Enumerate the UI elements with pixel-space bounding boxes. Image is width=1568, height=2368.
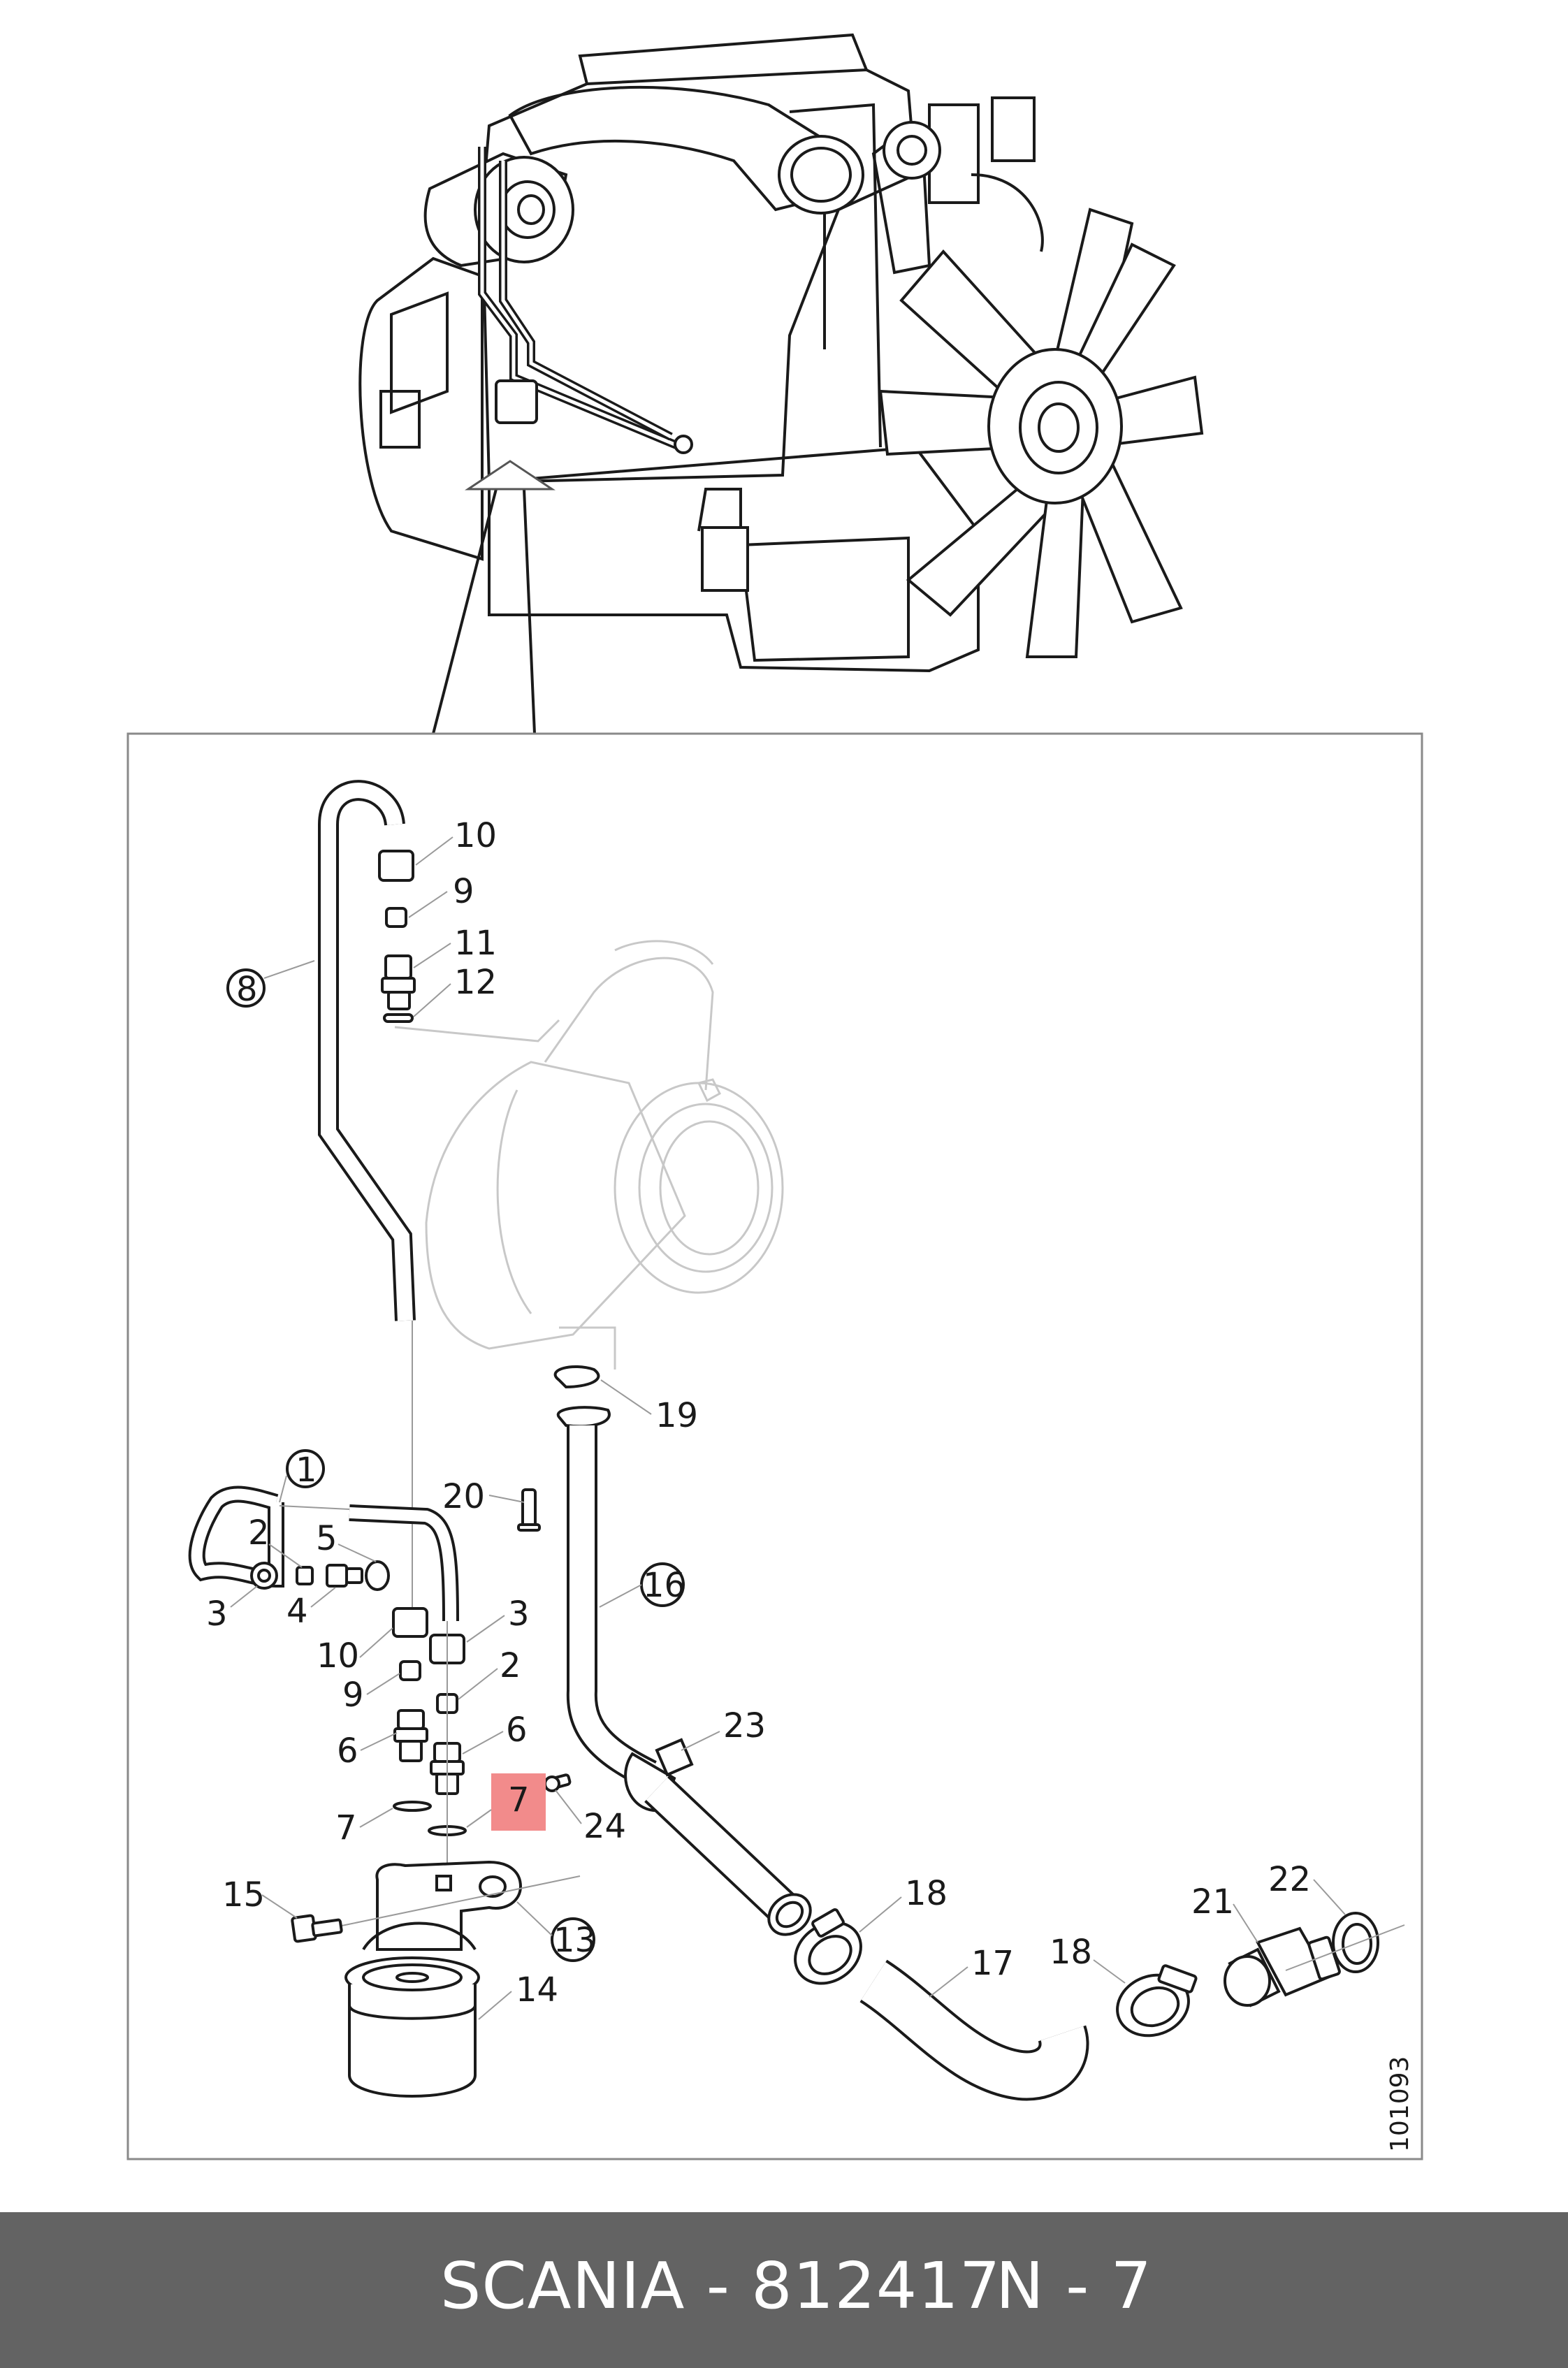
left-fitting-stack <box>392 1607 432 1812</box>
position-code: N - 7 <box>996 2249 1153 2323</box>
callout-8: 8 <box>236 970 258 1009</box>
callout-4: 4 <box>286 1592 308 1631</box>
hose-17 <box>859 1959 1089 2101</box>
callout-3-side: 3 <box>206 1595 228 1634</box>
return-pipe-16 <box>517 1365 657 1789</box>
hose-clamp-18b <box>1116 1964 1198 2038</box>
callout-23: 23 <box>723 1706 766 1745</box>
top-fittings <box>378 850 416 1023</box>
callout-19: 19 <box>655 1396 698 1435</box>
turbocharger-icon <box>423 152 574 268</box>
callout-2-side: 2 <box>248 1513 270 1553</box>
callout-18-left: 18 <box>905 1874 948 1913</box>
highlight-box <box>491 1773 546 1831</box>
nipple-21 <box>1224 1926 1341 2007</box>
callout-16: 16 <box>643 1566 685 1605</box>
callout-1: 1 <box>296 1451 317 1490</box>
pipe-8 <box>318 780 416 1321</box>
callout-14: 14 <box>516 1970 558 2010</box>
callout-5: 5 <box>316 1519 337 1558</box>
callout-20: 20 <box>442 1477 485 1516</box>
engine-overview-illustration <box>358 33 1204 673</box>
callout-10-top: 10 <box>454 816 497 855</box>
callout-10-stack: 10 <box>317 1636 359 1676</box>
fan-icon <box>878 208 1204 658</box>
footer-bar: SCANIA - 812417 N - 7 <box>0 2212 1568 2368</box>
turbocharger-outline <box>394 940 784 1370</box>
callout-7-highlighted: 7 <box>508 1780 530 1819</box>
callout-24: 24 <box>583 1807 626 1846</box>
callout-9-top: 9 <box>453 872 474 911</box>
callout-6-right: 6 <box>506 1710 528 1750</box>
diagram-id: 101093 <box>1386 2056 1414 2152</box>
callout-21: 21 <box>1191 1882 1234 1922</box>
zoom-indicator <box>432 460 556 734</box>
callout-9-stack: 9 <box>342 1676 364 1715</box>
callout-11: 11 <box>454 924 497 963</box>
filter-head-13 <box>291 1860 581 1951</box>
callout-3-stack: 3 <box>508 1595 530 1634</box>
oil-filter-14 <box>344 1956 480 2098</box>
callout-17: 17 <box>971 1944 1014 1983</box>
callout-22: 22 <box>1268 1860 1311 1899</box>
callout-labels: 10 9 11 12 8 19 1 20 16 2 5 3 4 3 10 2 <box>206 816 1346 2020</box>
washer-22 <box>1332 1912 1379 1973</box>
callout-7-left: 7 <box>335 1808 357 1847</box>
callout-12: 12 <box>454 963 497 1002</box>
pipe-1 <box>188 1486 459 1622</box>
hose-clamp-18a <box>794 1908 862 1985</box>
detail-frame <box>126 732 1423 2160</box>
part-number-title: SCANIA - 812417 <box>440 2249 1001 2323</box>
callout-15: 15 <box>222 1875 265 1915</box>
callout-2-stack: 2 <box>500 1646 521 1685</box>
connector-pipe <box>644 1775 812 1936</box>
side-fittings <box>250 1560 390 1591</box>
callout-18-right: 18 <box>1050 1933 1092 1972</box>
callout-13: 13 <box>553 1921 596 1960</box>
callout-6-left: 6 <box>337 1731 358 1771</box>
